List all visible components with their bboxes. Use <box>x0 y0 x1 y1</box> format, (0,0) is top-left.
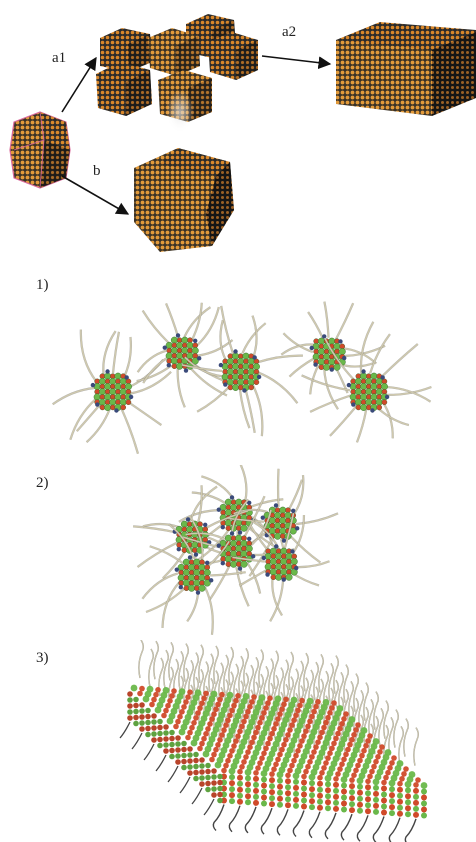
nanocrystal-pathways-panel <box>0 0 476 265</box>
arrow-a1 <box>62 58 96 112</box>
ordered-sheet-panel <box>0 640 476 842</box>
ordered-superlattice-sheet <box>120 640 427 842</box>
label-step-3: 3) <box>36 650 49 667</box>
label-a1: a1 <box>52 50 66 67</box>
label-a2: a2 <box>282 24 296 41</box>
arrow-b <box>62 176 128 214</box>
label-step-2: 2) <box>36 475 49 492</box>
ligand-capped-nanocrystal <box>182 306 303 436</box>
dispersed-nanocrystals-panel <box>0 265 476 465</box>
label-step-1: 1) <box>36 277 49 294</box>
superlattice-block <box>336 22 476 116</box>
seed-nanocrystal <box>10 112 70 188</box>
truncated-crystal <box>134 148 234 252</box>
label-b: b <box>93 163 101 180</box>
aggregated-nanocrystals-panel <box>0 465 476 640</box>
cube-cluster <box>96 14 258 134</box>
ligand-capped-nanocrystal <box>137 303 233 408</box>
arrow-a2 <box>262 56 330 64</box>
ligand-capped-nanocrystal <box>53 330 171 454</box>
